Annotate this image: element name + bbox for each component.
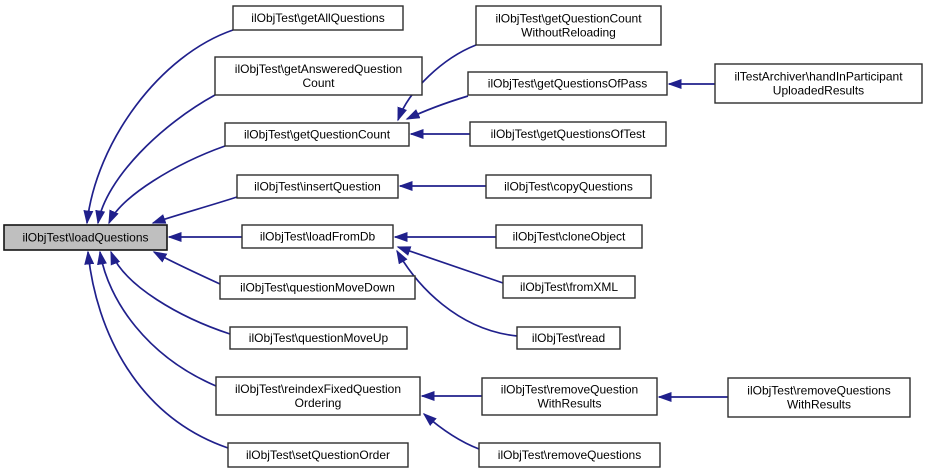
node-box-copyQuestions[interactable] — [485, 174, 652, 199]
node-label-insertQuestion: ilObjTest\insertQuestion — [254, 180, 381, 194]
node-label-questionMoveDown: ilObjTest\questionMoveDown — [240, 281, 395, 295]
node-label-getAllQuestions: ilObjTest\getAllQuestions — [251, 11, 384, 25]
edge-insertQuestion-to-loadQuestions — [151, 196, 238, 224]
node-handInParticipantUploadedResults[interactable]: ilTestArchiver\handInParticipantUploaded… — [714, 63, 923, 104]
node-box-getQuestionCountWithoutReloading[interactable] — [475, 5, 662, 46]
node-box-reindexFixedQuestionOrdering[interactable] — [215, 376, 421, 416]
node-box-handInParticipantUploadedResults[interactable] — [714, 63, 923, 104]
node-label-getQuestionsOfTest: ilObjTest\getQuestionsOfTest — [491, 127, 646, 141]
node-box-getAnsweredQuestionCount[interactable] — [214, 56, 423, 96]
node-insertQuestion[interactable]: ilObjTest\insertQuestion — [236, 174, 399, 199]
node-label-getQuestionCountWithoutReloading-line2: WithoutReloading — [521, 26, 616, 40]
node-getQuestionsOfTest[interactable]: ilObjTest\getQuestionsOfTest — [469, 121, 667, 147]
node-label-removeQuestionsWithResults-line1: ilObjTest\removeQuestions — [747, 384, 890, 398]
node-label-getQuestionCount: ilObjTest\getQuestionCount — [244, 128, 391, 142]
edge-getAnsweredQuestionCount-to-loadQuestions — [95, 94, 216, 225]
node-label-read: ilObjTest\read — [532, 331, 605, 345]
node-label-removeQuestions: ilObjTest\removeQuestions — [498, 448, 641, 462]
edge-read-to-loadFromDb — [396, 249, 518, 337]
node-box-getQuestionsOfPass[interactable] — [467, 71, 668, 96]
node-label-loadFromDb: ilObjTest\loadFromDb — [260, 230, 376, 244]
edge-getQuestionCountWithoutReloading-to-getQuestionCount — [397, 44, 477, 122]
edge-reindexFixedQuestionOrdering-to-loadQuestions — [97, 250, 217, 387]
node-setQuestionOrder[interactable]: ilObjTest\setQuestionOrder — [227, 442, 409, 468]
node-label-getQuestionsOfPass: ilObjTest\getQuestionsOfPass — [488, 77, 647, 91]
node-label-removeQuestionWithResults-line1: ilObjTest\removeQuestion — [501, 383, 638, 397]
node-label-removeQuestionWithResults-line2: WithResults — [537, 397, 601, 411]
node-copyQuestions[interactable]: ilObjTest\copyQuestions — [485, 174, 652, 199]
node-fromXML[interactable]: ilObjTest\fromXML — [502, 275, 636, 299]
node-questionMoveUp[interactable]: ilObjTest\questionMoveUp — [229, 326, 408, 350]
node-box-questionMoveUp[interactable] — [229, 326, 408, 350]
node-getQuestionsOfPass[interactable]: ilObjTest\getQuestionsOfPass — [467, 71, 668, 96]
node-box-cloneObject[interactable] — [495, 224, 643, 249]
edge-getAllQuestions-to-loadQuestions — [83, 29, 234, 225]
edge-getQuestionCount-to-loadQuestions — [108, 145, 226, 225]
nodes-layer: ilObjTest\loadQuestions ilObjTest\getAllQ… — [3, 5, 923, 468]
node-loadQuestions[interactable]: ilObjTest\loadQuestions — [3, 224, 168, 251]
node-box-removeQuestions[interactable] — [478, 442, 661, 468]
node-getQuestionCount[interactable]: ilObjTest\getQuestionCount — [224, 122, 410, 147]
node-label-removeQuestionsWithResults-line2: WithResults — [787, 398, 851, 412]
node-box-setQuestionOrder[interactable] — [227, 442, 409, 468]
node-box-removeQuestionWithResults[interactable] — [481, 377, 658, 416]
edge-setQuestionOrder-to-loadQuestions — [84, 250, 229, 449]
node-box-getQuestionCount[interactable] — [224, 122, 410, 147]
node-label-setQuestionOrder: ilObjTest\setQuestionOrder — [246, 448, 390, 462]
edge-questionMoveDown-to-loadQuestions — [152, 251, 221, 285]
edge-getQuestionsOfPass-to-getQuestionCount — [405, 95, 469, 120]
node-getQuestionCountWithoutReloading[interactable]: ilObjTest\getQuestionCountWithoutReloadi… — [475, 5, 662, 46]
node-label-reindexFixedQuestionOrdering-line1: ilObjTest\reindexFixedQuestion — [235, 382, 401, 396]
node-label-reindexFixedQuestionOrdering-line2: Ordering — [295, 396, 342, 410]
edge-removeQuestions-to-reindexFixedQuestionOrdering — [422, 413, 480, 450]
node-label-loadQuestions: ilObjTest\loadQuestions — [22, 231, 148, 245]
node-box-getAllQuestions[interactable] — [232, 5, 404, 31]
node-label-handInParticipantUploadedResults-line2: UploadedResults — [773, 84, 864, 98]
node-cloneObject[interactable]: ilObjTest\cloneObject — [495, 224, 643, 249]
node-box-insertQuestion[interactable] — [236, 174, 399, 199]
node-label-fromXML: ilObjTest\fromXML — [520, 280, 618, 294]
node-box-read[interactable] — [516, 326, 621, 350]
node-box-removeQuestionsWithResults[interactable] — [727, 377, 911, 418]
node-label-getAnsweredQuestionCount-line1: ilObjTest\getAnsweredQuestion — [235, 62, 402, 76]
node-loadFromDb[interactable]: ilObjTest\loadFromDb — [241, 224, 394, 249]
node-getAllQuestions[interactable]: ilObjTest\getAllQuestions — [232, 5, 404, 31]
edges-layer — [83, 29, 728, 450]
node-label-handInParticipantUploadedResults-line1: ilTestArchiver\handInParticipant — [734, 70, 903, 84]
node-questionMoveDown[interactable]: ilObjTest\questionMoveDown — [219, 275, 416, 300]
node-label-copyQuestions: ilObjTest\copyQuestions — [504, 180, 633, 194]
node-removeQuestions[interactable]: ilObjTest\removeQuestions — [478, 442, 661, 468]
node-label-questionMoveUp: ilObjTest\questionMoveUp — [249, 331, 389, 345]
node-box-loadFromDb[interactable] — [241, 224, 394, 249]
node-box-questionMoveDown[interactable] — [219, 275, 416, 300]
node-label-getAnsweredQuestionCount-line2: Count — [302, 76, 335, 90]
edge-questionMoveUp-to-loadQuestions — [110, 250, 231, 335]
node-box-fromXML[interactable] — [502, 275, 636, 299]
node-box-getQuestionsOfTest[interactable] — [469, 121, 667, 147]
node-box-loadQuestions[interactable] — [3, 224, 168, 251]
node-label-getQuestionCountWithoutReloading-line1: ilObjTest\getQuestionCount — [495, 12, 642, 26]
node-read[interactable]: ilObjTest\read — [516, 326, 621, 350]
node-label-cloneObject: ilObjTest\cloneObject — [513, 230, 626, 244]
